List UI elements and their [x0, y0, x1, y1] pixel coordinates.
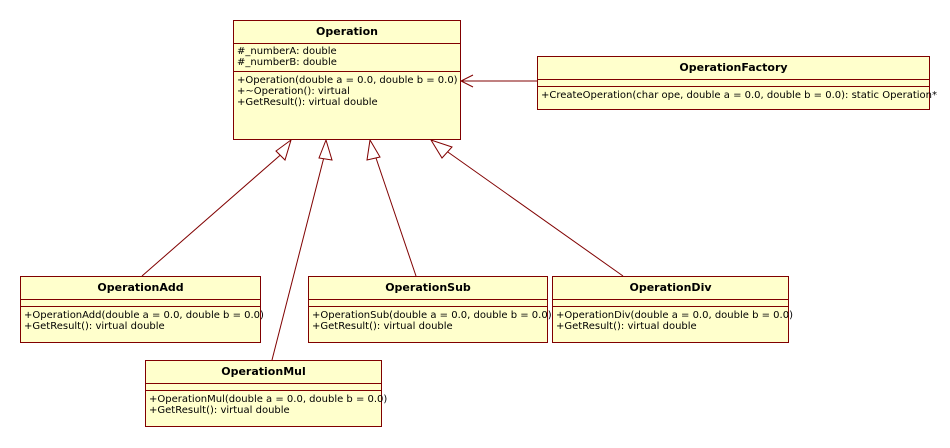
class-operations: +OperationMul(double a = 0.0, double b =…: [146, 391, 388, 419]
generalization-line-add: [141, 150, 286, 277]
class-name: OperationAdd: [21, 277, 260, 300]
operation: +GetResult(): virtual double: [24, 321, 165, 332]
operation: +GetResult(): virtual double: [312, 321, 453, 332]
operation: +Operation(double a = 0.0, double b = 0.…: [237, 75, 458, 86]
generalization-line-sub: [375, 157, 417, 277]
generalization-line-mul: [271, 156, 325, 361]
class-name: OperationSub: [309, 277, 547, 300]
generalization-triangle-div: [429, 139, 453, 159]
generalization-triangle-add: [275, 138, 292, 161]
class-operations: +Operation(double a = 0.0, double b = 0.…: [234, 72, 460, 111]
class-operation-factory[interactable]: OperationFactory +CreateOperation(char o…: [537, 56, 937, 110]
operation: +GetResult(): virtual double: [149, 405, 290, 416]
operation: +~Operation(): virtual: [237, 86, 350, 97]
class-operations: +OperationSub(double a = 0.0, double b =…: [309, 307, 552, 335]
class-operation-add[interactable]: OperationAdd +OperationAdd(double a = 0.…: [20, 276, 264, 343]
operation: +OperationMul(double a = 0.0, double b =…: [149, 394, 388, 405]
class-name: OperationDiv: [553, 277, 788, 300]
attribute: #_numberB: double: [237, 57, 337, 68]
operation: +GetResult(): virtual double: [556, 321, 697, 332]
class-attributes: [21, 300, 260, 307]
class-attributes: [309, 300, 547, 307]
generalization-line-div: [444, 149, 624, 277]
class-attributes: [538, 80, 929, 87]
class-attributes: #_numberA: double #_numberB: double: [234, 44, 460, 72]
generalization-triangle-sub: [366, 138, 381, 161]
generalization-triangle-mul: [318, 138, 333, 161]
operation: +OperationAdd(double a = 0.0, double b =…: [24, 310, 264, 321]
attribute: #_numberA: double: [237, 46, 337, 57]
class-operations: +OperationAdd(double a = 0.0, double b =…: [21, 307, 264, 335]
class-attributes: [146, 384, 381, 391]
class-name: Operation: [234, 21, 460, 44]
open-arrow-head: [459, 74, 474, 88]
operation: +CreateOperation(char ope, double a = 0.…: [541, 90, 937, 101]
class-operations: +CreateOperation(char ope, double a = 0.…: [538, 87, 937, 104]
class-operation[interactable]: Operation #_numberA: double #_numberB: d…: [233, 20, 461, 140]
operation: +OperationSub(double a = 0.0, double b =…: [312, 310, 552, 321]
operation: +GetResult(): virtual double: [237, 97, 378, 108]
class-operations: +OperationDiv(double a = 0.0, double b =…: [553, 307, 793, 335]
class-name: OperationMul: [146, 361, 381, 384]
class-name: OperationFactory: [538, 57, 929, 80]
class-operation-sub[interactable]: OperationSub +OperationSub(double a = 0.…: [308, 276, 552, 343]
class-attributes: [553, 300, 788, 307]
operation: +OperationDiv(double a = 0.0, double b =…: [556, 310, 793, 321]
class-operation-mul[interactable]: OperationMul +OperationMul(double a = 0.…: [145, 360, 388, 427]
class-operation-div[interactable]: OperationDiv +OperationDiv(double a = 0.…: [552, 276, 793, 343]
